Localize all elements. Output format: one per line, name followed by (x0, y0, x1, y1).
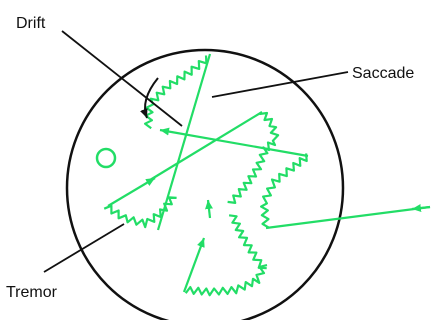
tremor-trace (145, 56, 206, 129)
saccade-line-8 (412, 207, 430, 209)
tremor-trace (229, 215, 267, 268)
saccade-pointer (212, 72, 348, 97)
tremor-trace (261, 153, 307, 227)
tremor-traces (104, 56, 307, 296)
tremor-pointer (44, 224, 124, 272)
tremor-trace (186, 265, 267, 295)
tremor-label: Tremor (6, 284, 58, 301)
saccade-line-2 (108, 178, 155, 206)
saccade-line-5 (184, 238, 204, 292)
saccade-line-7 (266, 207, 430, 228)
fixation-circle (97, 149, 115, 167)
saccade-lines (108, 54, 430, 292)
drift-label: Drift (16, 15, 46, 32)
tremor-trace (228, 147, 268, 203)
tremor-trace (260, 113, 279, 150)
saccade-label: Saccade (352, 65, 414, 82)
saccade-line-6 (208, 200, 210, 218)
drift-pointer (62, 31, 182, 126)
eye-outline (67, 50, 343, 320)
saccade-line-4 (160, 130, 308, 156)
